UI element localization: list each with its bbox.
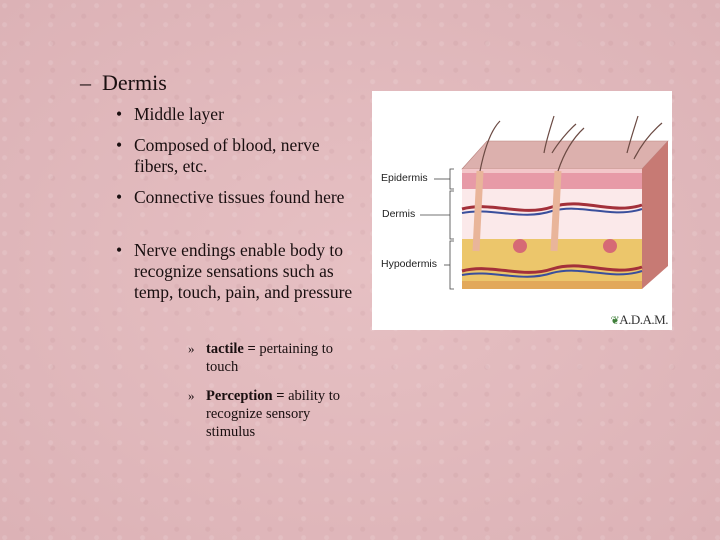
- label-hypodermis: Hypodermis: [381, 258, 438, 270]
- leaf-logo-icon: ❦: [610, 315, 620, 327]
- bullet-icon: •: [116, 187, 123, 207]
- label-epidermis: Epidermis: [381, 172, 428, 184]
- skin-cross-section-illustration: [420, 115, 669, 290]
- bullet-icon: •: [116, 240, 123, 260]
- sub-bullet-text: Perception = ability to recognize sensor…: [206, 387, 351, 441]
- dash-marker: –: [80, 70, 91, 95]
- credit-text: A.D.A.M.: [619, 312, 668, 327]
- chevron-marker-icon: »: [188, 388, 195, 403]
- bullet-icon: •: [116, 104, 123, 124]
- term: tactile =: [206, 341, 256, 357]
- bullet-icon: •: [116, 135, 123, 155]
- heading-text: Dermis: [102, 70, 167, 95]
- definition: pertaining to touch: [206, 341, 334, 375]
- label-dermis: Dermis: [382, 208, 416, 220]
- chevron-marker-icon: »: [188, 341, 195, 356]
- term: Perception =: [206, 388, 285, 404]
- bullet-text: Composed of blood, nerve fibers, etc.: [134, 135, 320, 176]
- skin-layers-diagram: Epidermis Dermis Hypodermis ❦A.D.A.M.: [372, 91, 672, 330]
- bullet-text: Middle layer: [134, 104, 224, 124]
- adam-credit: ❦A.D.A.M.: [610, 312, 669, 328]
- sub-bullet-text: tactile = pertaining to touch: [206, 340, 351, 376]
- definition: ability to recognize sensory stimulus: [206, 388, 341, 440]
- bullet-text: Connective tissues found here: [134, 187, 345, 207]
- bullet-text: Nerve endings enable body to recognize s…: [134, 240, 353, 302]
